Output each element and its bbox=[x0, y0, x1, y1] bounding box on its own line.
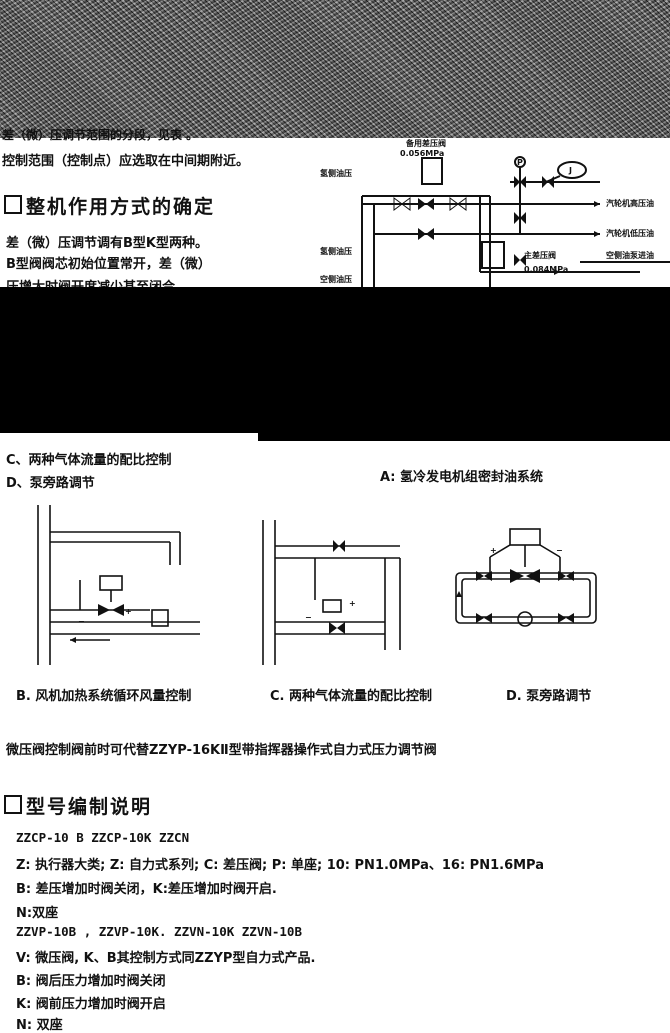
svg-text:+: + bbox=[490, 546, 497, 555]
label-backup-pressure: 0.056MPa bbox=[400, 149, 444, 158]
label-main-valve: 主差压阀 bbox=[524, 250, 556, 260]
checkbox-square-icon bbox=[4, 795, 22, 814]
svg-text:−: − bbox=[78, 617, 85, 626]
pressure-gauge-mark: P bbox=[517, 158, 523, 167]
diagram-b-caption: B. 风机加热系统循环风量控制 bbox=[16, 689, 192, 704]
redaction-block bbox=[0, 287, 670, 433]
model-line: V: 微压阀, K、B其控制方式同ZZYP型自力式产品. bbox=[16, 951, 316, 966]
j-mark: J bbox=[568, 166, 572, 175]
label-turbine-high: 汽轮机高压油 bbox=[606, 198, 654, 208]
svg-text:−: − bbox=[556, 546, 563, 555]
noise-band bbox=[0, 0, 670, 138]
svg-text:+: + bbox=[349, 599, 356, 608]
svg-text:−: − bbox=[305, 613, 312, 622]
model-line: B: 差压增加时阀关闭，K:差压增加时阀开启. bbox=[16, 882, 277, 897]
model-line: N: 双座 bbox=[16, 1018, 63, 1033]
label-hydrogen-oil-2: 氢侧油压 bbox=[320, 246, 352, 256]
label-hydrogen-oil-1: 氢侧油压 bbox=[320, 168, 352, 178]
label-main-pressure: 0.084MPa bbox=[524, 265, 568, 274]
label-air-pump-inlet: 空侧油泵进油 bbox=[606, 250, 654, 260]
checkbox-square-icon bbox=[4, 195, 22, 214]
model-line: B: 阀后压力增加时阀关闭 bbox=[16, 974, 166, 989]
fan-heating-diagram: − + bbox=[37, 505, 200, 665]
section-heading-action: 整机作用方式的确定 bbox=[4, 192, 215, 219]
model-line: ZZCP-10 B ZZCP-10K ZZCN bbox=[16, 830, 190, 845]
label-air-oil: 空侧油压 bbox=[320, 274, 352, 284]
diagram-c-caption: C. 两种气体流量的配比控制 bbox=[270, 689, 433, 704]
diagram-a-caption: A: 氢冷发电机组密封油系统 bbox=[380, 470, 544, 485]
diagram-d-caption: D. 泵旁路调节 bbox=[506, 689, 592, 704]
pump-bypass-diagram: + − bbox=[455, 528, 597, 627]
cut-text-line: 差（微）压调节范围的分段，见表 。 bbox=[2, 128, 199, 142]
svg-text:+: + bbox=[125, 607, 132, 616]
text-line: 差（微）压调节调有B型K型两种。 bbox=[6, 236, 208, 251]
model-line: ZZVP-10B , ZZVP-10K. ZZVN-10K ZZVN-10B bbox=[16, 924, 302, 939]
model-line: N:双座 bbox=[16, 906, 59, 921]
model-line: Z: 执行器大类; Z: 自力式系列; C: 差压阀; P: 单座; 10: P… bbox=[16, 858, 544, 873]
gas-ratio-diagram: + − bbox=[262, 520, 401, 665]
note-text: 微压阀控制阀前时可代替ZZYP-16KⅡ型带指挥器操作式自力式压力调节阀 bbox=[6, 743, 437, 758]
text-line: 控制范围（控制点）应选取在中间期附近。 bbox=[2, 154, 250, 169]
text-line: B型阀阀芯初始位置常开，差（微） bbox=[6, 257, 211, 272]
redaction-strip bbox=[258, 433, 670, 441]
section-heading-model: 型号编制说明 bbox=[4, 792, 152, 819]
model-line: K: 阀前压力增加时阀开启 bbox=[16, 997, 166, 1012]
list-item-c: C、两种气体流量的配比控制 bbox=[6, 453, 172, 468]
label-turbine-low: 汽轮机低压油 bbox=[606, 228, 654, 238]
seal-oil-system-diagram: 备用差压阀 0.056MPa 氢侧油压 氢侧油压 空侧油压 主差压阀 0.084… bbox=[320, 138, 670, 292]
list-item-d: D、泵旁路调节 bbox=[6, 476, 95, 491]
label-backup-valve: 备用差压阀 bbox=[405, 138, 446, 148]
